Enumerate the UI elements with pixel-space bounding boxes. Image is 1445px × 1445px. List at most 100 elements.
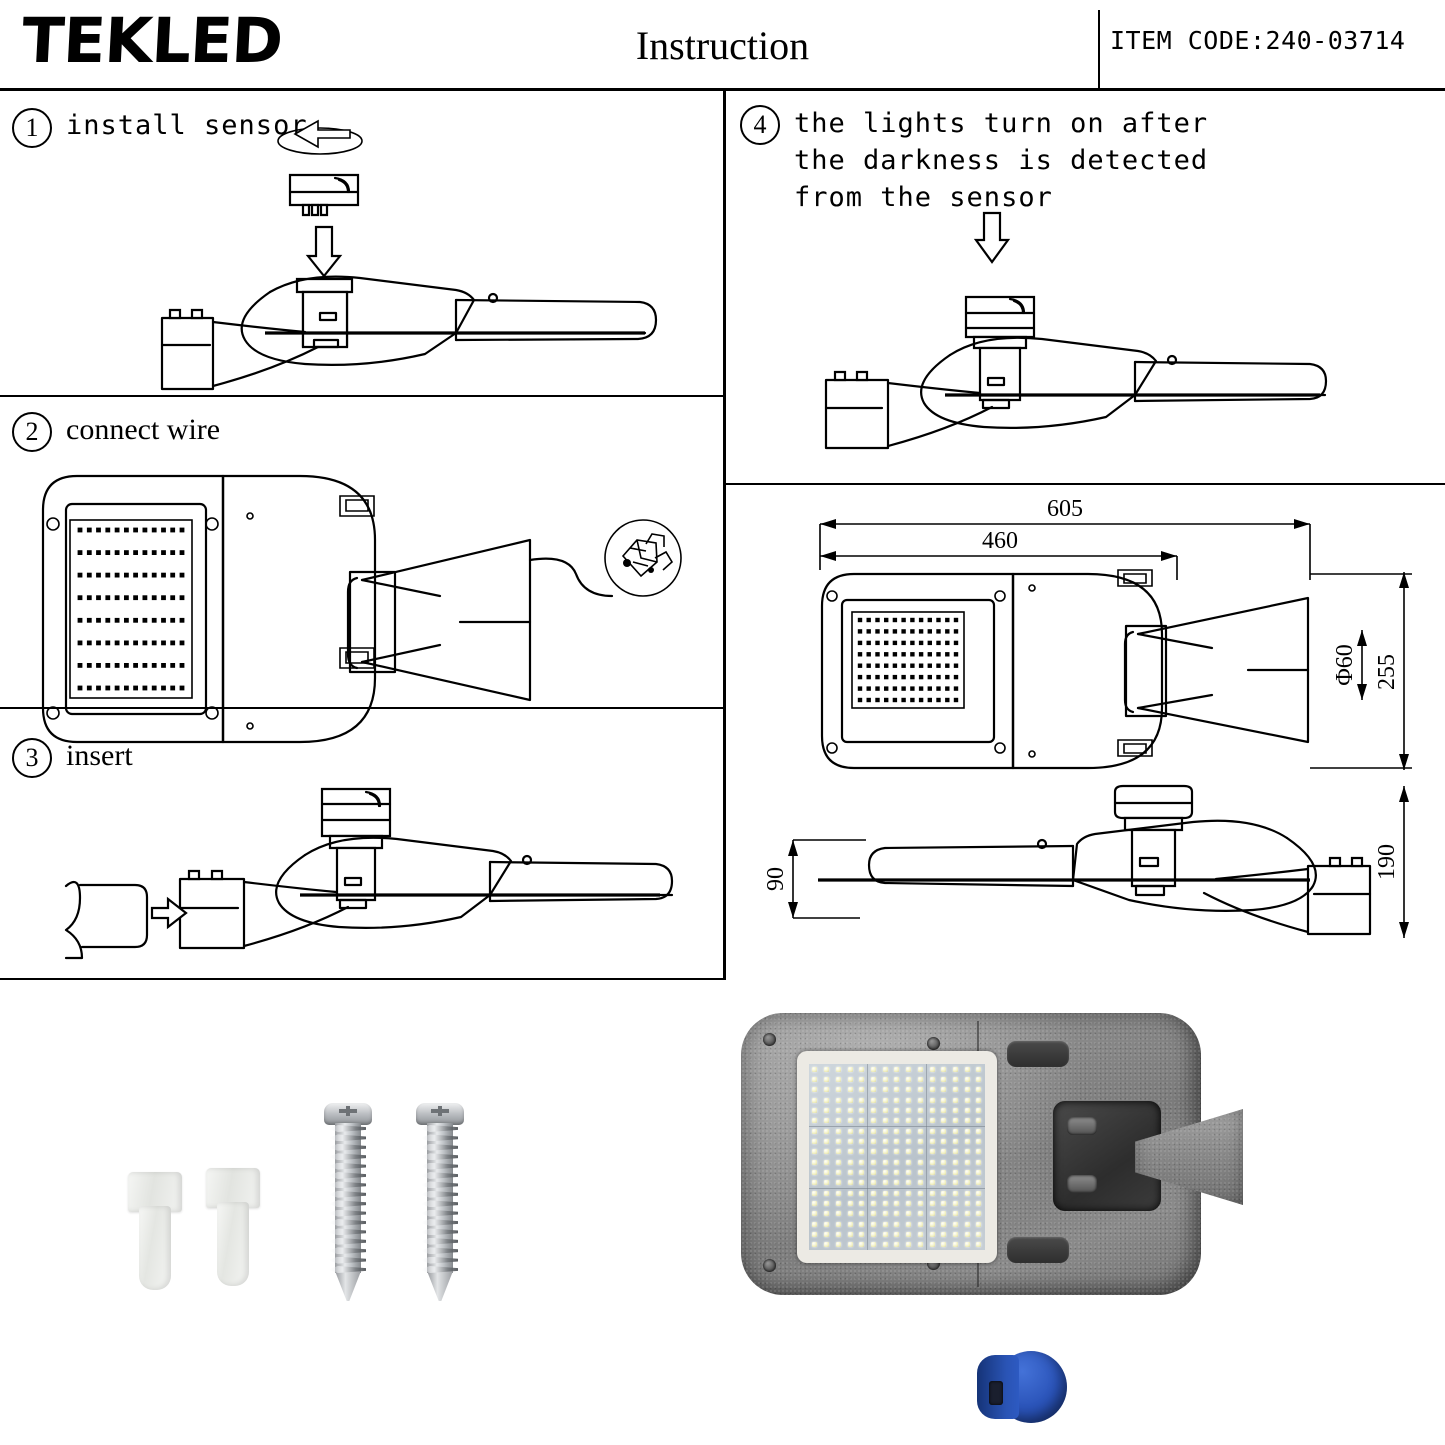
product-photo [723,1005,1243,1305]
led-chip [824,1118,830,1124]
screw-thread [330,1190,366,1198]
led-chip [906,1118,912,1124]
sensor-module-exploded [288,173,360,217]
dim-body-height: 90 [763,839,866,919]
screw-1 [324,1103,372,1303]
led-row [809,1147,985,1157]
screw-thread [330,1219,366,1226]
led-row [809,1116,985,1126]
led-chip [835,1242,841,1248]
led-chip [941,1128,947,1134]
led-chip [894,1107,900,1113]
led-chip [952,1066,958,1072]
led-chip [870,1180,876,1186]
led-chip [894,1159,900,1165]
bracket-bolt [1067,1117,1097,1135]
led-chip [894,1221,900,1227]
led-chip [941,1076,947,1082]
led-row [809,1085,985,1095]
led-chip [894,1231,900,1237]
led-chip [824,1231,830,1237]
screw-thread [330,1153,366,1161]
lens-frame [797,1051,997,1263]
led-chip [812,1149,818,1155]
led-chip [870,1231,876,1237]
screw-thread [422,1256,458,1264]
lamp-side-view-3 [64,787,674,960]
led-chip [847,1242,853,1248]
led-chip [847,1107,853,1113]
dim-605-label: 605 [1047,496,1083,522]
led-chip [906,1159,912,1165]
step-2-number: 2 [12,412,52,452]
led-panel-seam [867,1064,868,1250]
header-rule [0,88,1445,91]
led-chip [870,1211,876,1217]
led-chip [870,1149,876,1155]
wall-plug-body [139,1206,171,1290]
led-chip [929,1169,935,1175]
dim-overall-length: 605 [820,496,1310,529]
led-chip [917,1159,923,1165]
panel-divider-right-1 [725,483,1445,485]
wall-plug-head [206,1168,260,1208]
screw-2 [416,1103,464,1303]
led-chip [894,1149,900,1155]
led-chip [812,1169,818,1175]
led-row [809,1095,985,1105]
led-chip [847,1231,853,1237]
led-chip [812,1118,818,1124]
led-chip [870,1242,876,1248]
led-chip [964,1066,970,1072]
screw-thread [422,1219,458,1226]
led-chip [929,1097,935,1103]
led-row [809,1105,985,1115]
bracket-bolt [1067,1175,1097,1193]
led-chip [952,1159,958,1165]
led-chip [964,1231,970,1237]
step-4-down-arrow-icon [973,211,1011,264]
screw-head [324,1103,372,1125]
led-chip [929,1107,935,1113]
led-chip [941,1097,947,1103]
step-1-down-arrow-icon [305,225,343,278]
led-chip [882,1118,888,1124]
led-chip [906,1169,912,1175]
led-chip [835,1066,841,1072]
led-chip [859,1118,865,1124]
led-panel-seam [809,1126,985,1127]
led-chip [894,1138,900,1144]
led-chip [929,1118,935,1124]
led-chip [882,1087,888,1093]
led-chip [952,1128,958,1134]
led-chip [847,1221,853,1227]
led-chip [964,1180,970,1186]
led-chip [824,1200,830,1206]
led-chip [906,1066,912,1072]
led-chip [847,1087,853,1093]
led-chip [929,1159,935,1165]
led-chip [859,1066,865,1072]
led-chip [882,1169,888,1175]
lamp-top-view-dimensioned [820,569,1310,770]
dim-pole-diameter: Φ60 [1332,630,1367,700]
led-chip [882,1211,888,1217]
led-chip [929,1149,935,1155]
led-chip [917,1190,923,1196]
led-chip [824,1159,830,1165]
lamp-side-view-1 [160,275,658,391]
led-chip [870,1107,876,1113]
led-chip [917,1242,923,1248]
screw-thread [422,1153,458,1161]
led-chip [847,1128,853,1134]
led-chip [835,1190,841,1196]
led-chip [894,1076,900,1082]
led-chip [906,1242,912,1248]
led-chip [929,1190,935,1196]
led-chip [941,1107,947,1113]
led-panel [809,1064,985,1250]
led-chip [847,1066,853,1072]
led-chip [882,1242,888,1248]
led-chip [870,1128,876,1134]
led-chip [824,1076,830,1082]
